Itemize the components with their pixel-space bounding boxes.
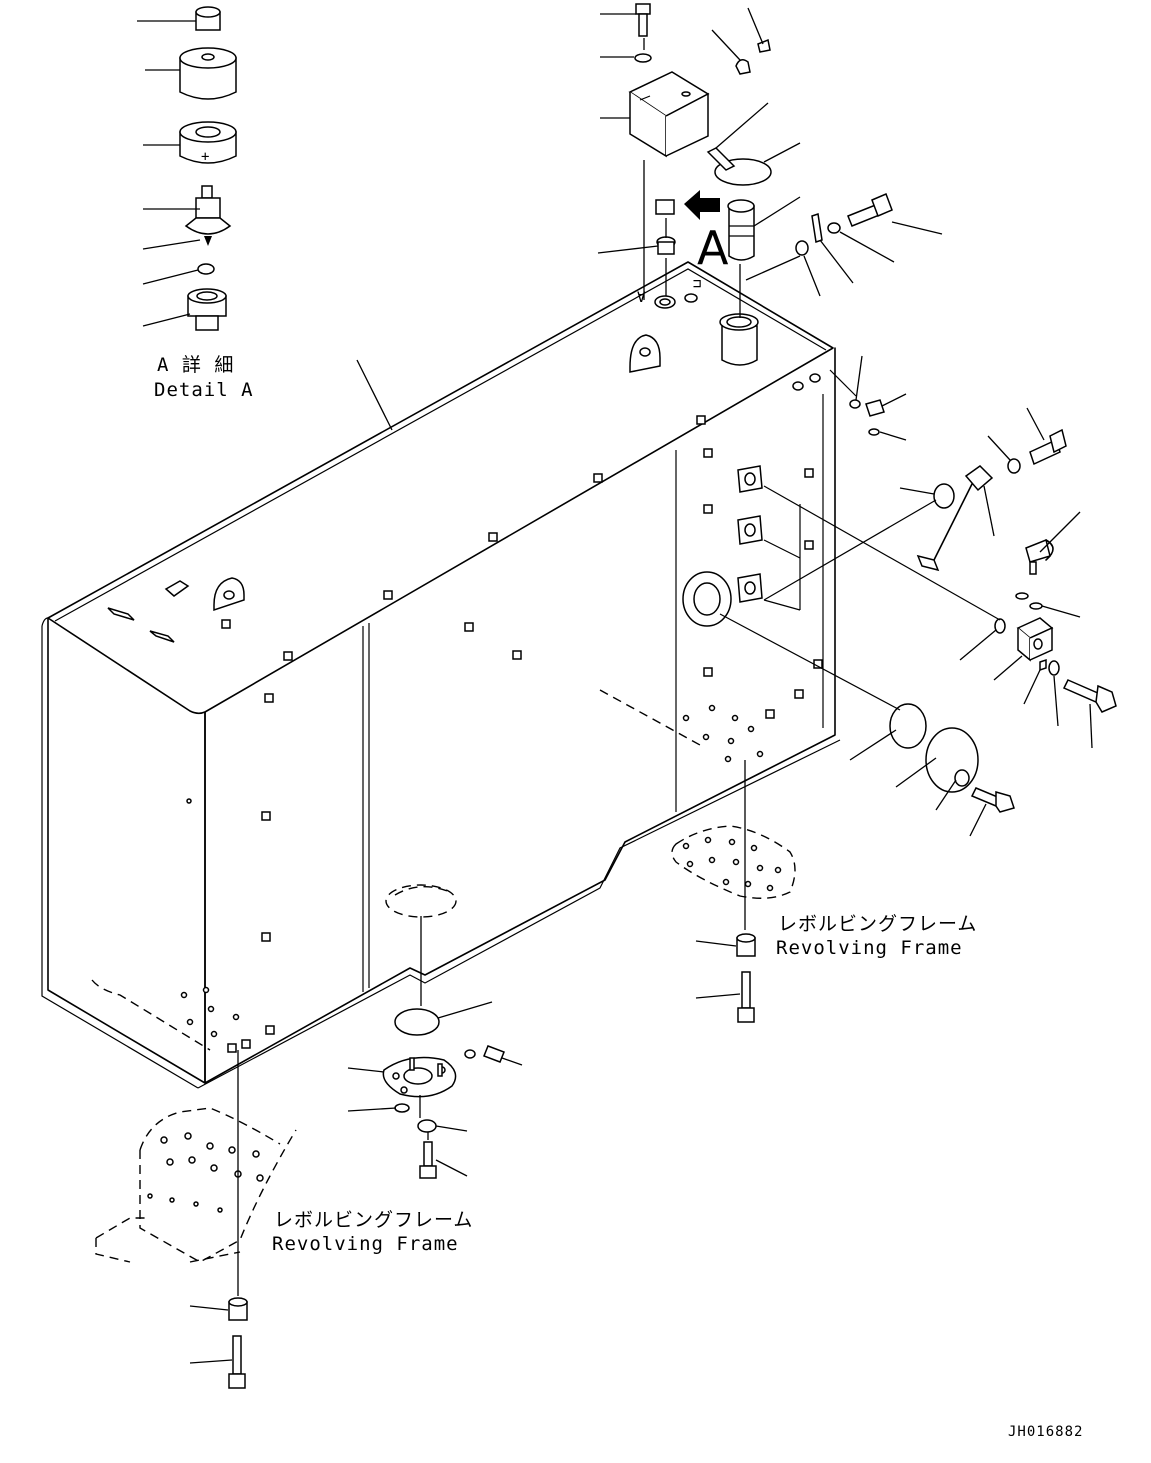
view-arrow-icon — [684, 190, 720, 220]
revolving-frame-right: レボルビングフレーム Revolving Frame — [671, 760, 977, 1023]
drawing-code: JH016882 — [1008, 1424, 1083, 1440]
svg-text:⊐: ⊐ — [693, 276, 702, 292]
frame-holes-right — [682, 836, 782, 892]
frame-left-label-en: Revolving Frame — [272, 1233, 459, 1255]
frame-right-label-jp: レボルビングフレーム — [778, 913, 977, 935]
breather-leader-lines — [597, 7, 943, 318]
filter-element — [727, 199, 755, 261]
drain-leader-lines — [347, 1001, 523, 1177]
tank-bolt-heads — [186, 415, 823, 1053]
detail-cap-part — [195, 6, 221, 31]
detail-fitting-part — [187, 288, 227, 331]
detail-cylinder-part — [179, 47, 237, 100]
tank-side-gauges — [682, 373, 821, 627]
detail-title-jp: A 詳 細 — [157, 354, 234, 376]
level-sensor-assembly — [719, 355, 1117, 837]
tank-top-features: Ɐ ⊐ — [107, 276, 759, 643]
frame-holes-left — [147, 1132, 264, 1213]
breather-assembly: A — [597, 3, 943, 318]
detail-wheel-part: + — [179, 121, 237, 165]
frame-left-label-jp: レボルビングフレーム — [274, 1209, 473, 1231]
frame-right-label-en: Revolving Frame — [776, 937, 963, 959]
drain-plate-assembly — [347, 916, 523, 1179]
detail-valve-part — [184, 185, 232, 246]
detail-title-en: Detail A — [154, 379, 254, 401]
hydraulic-tank: Ɐ ⊐ — [41, 261, 841, 1089]
svg-text:+: + — [201, 149, 210, 165]
tank-bottom-holes — [180, 704, 764, 1038]
detail-o-ring — [197, 263, 215, 275]
detail-a-parts: + A 詳 細 Detail A — [137, 6, 254, 401]
revolving-frame-left: レボルビングフレーム Revolving Frame — [95, 1050, 473, 1389]
sensor-leader-lines — [719, 355, 1093, 837]
detail-leader-lines — [137, 20, 201, 327]
tank-leader-line — [356, 359, 393, 431]
view-a-letter: A — [697, 221, 729, 275]
svg-text:Ɐ: Ɐ — [637, 290, 646, 306]
